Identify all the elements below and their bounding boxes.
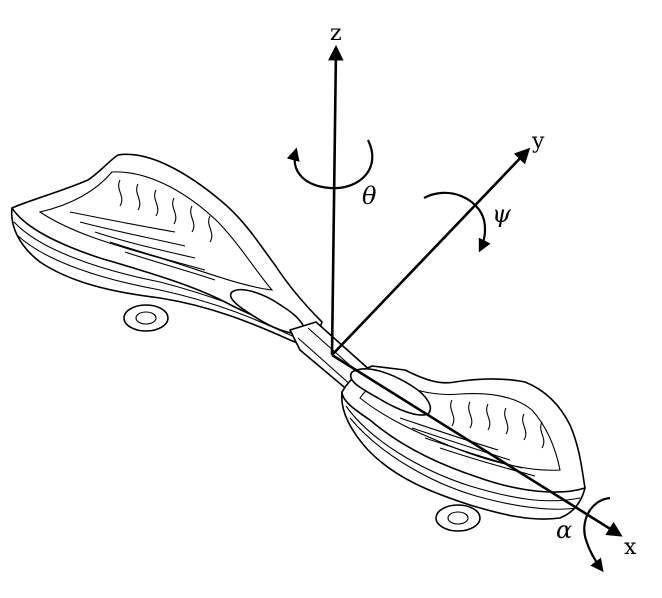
front-wheel xyxy=(435,504,481,532)
x-axis xyxy=(331,353,623,537)
front-deck-grip-pattern xyxy=(399,399,545,477)
z-axis xyxy=(328,44,344,356)
psi-rotation-arrow xyxy=(423,191,491,253)
x-axis-label: x xyxy=(624,535,637,560)
rotation-arrows xyxy=(286,139,611,573)
alpha-rotation-arrow xyxy=(583,496,611,573)
alpha-label: α xyxy=(556,516,572,544)
rear-wheel xyxy=(123,304,169,332)
psi-label: ψ xyxy=(492,200,512,228)
y-axis xyxy=(331,147,531,356)
z-axis-label: z xyxy=(330,21,342,46)
y-axis-label: y xyxy=(531,129,545,154)
theta-rotation-arrow xyxy=(286,139,374,190)
rear-deck-grip-pattern xyxy=(69,179,216,281)
theta-label: θ xyxy=(362,182,377,210)
coordinate-frame xyxy=(328,44,623,537)
